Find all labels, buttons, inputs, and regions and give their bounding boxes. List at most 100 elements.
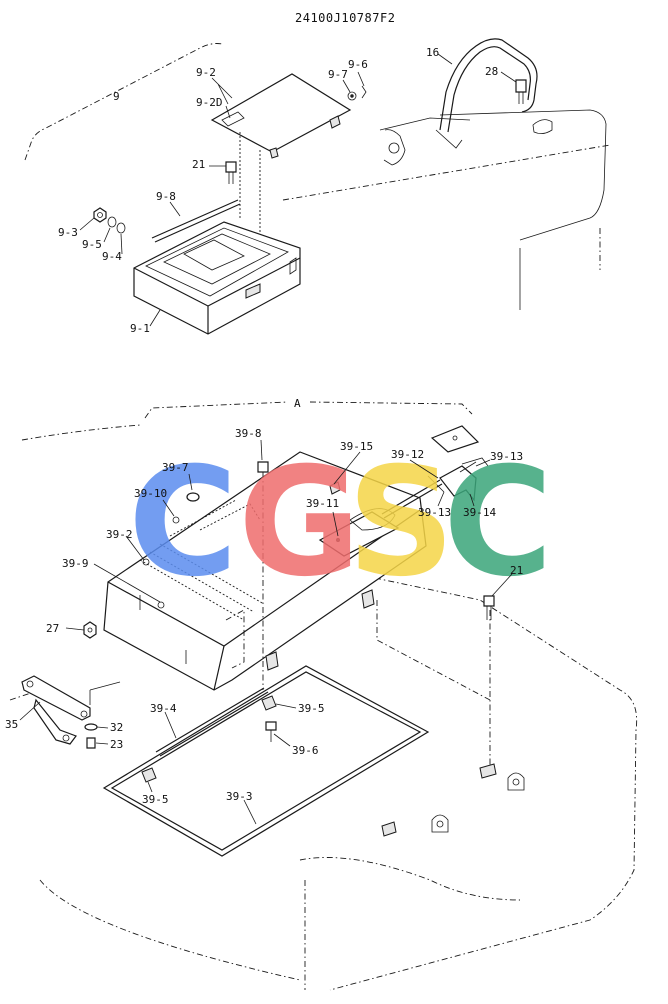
leader-9-6 [357,71,365,87]
group-bracket-a [144,401,473,419]
label-35: 35 [5,718,18,731]
hinge-pin [388,142,400,154]
group-label-a: A [294,397,301,410]
body-top-edge [379,117,471,131]
box-9-1 [133,221,301,335]
leader-39-5a [275,703,297,709]
label-39-12: 39-12 [391,448,424,461]
hood-pin-39-2 [142,558,150,566]
mount-boss-1 [507,772,525,791]
leader-9-7 [342,79,351,93]
machine-outline-right [329,577,638,991]
leader-39-9 [93,563,161,603]
mount-block-2 [381,821,397,837]
bolt-28-shank [518,92,524,104]
nut-27-hole [87,627,93,633]
leader-35 [19,701,41,721]
latch-39-13 [427,461,477,493]
lid-latch [269,147,279,159]
hood-inner-ribs [139,543,265,621]
strap-39-15-edge [383,483,443,519]
leader-23 [95,742,109,745]
drawing-number: 24100J10787F2 [295,11,395,25]
bolt-21-right-shank [486,606,492,620]
lid-hinge-tab [329,115,341,129]
link-pin-3 [62,734,70,742]
bottom-assembly: A [9,397,638,991]
latch-39-13-tab [461,457,489,467]
nut-9-3-hole [97,212,103,218]
bolt-21-head [225,161,237,173]
label-39-5-upper: 39-5 [298,702,325,715]
machine-seat-contour [299,857,521,901]
mount-boss-2 [431,814,449,833]
watermark-letter-c2: C [443,436,553,610]
nut-39-8 [257,461,269,473]
grab-handle-16-inner [447,46,531,133]
box-9-1-tray [183,239,245,271]
hood-cover-39-2 [103,451,427,691]
label-16: 16 [426,46,439,59]
label-9-6: 9-6 [348,58,368,71]
seal-strip-39-4 [155,687,265,753]
leader-39-3 [243,799,257,825]
leader-9-4 [120,233,123,255]
label-21-lower: 21 [510,564,523,577]
machine-outline-top [21,424,141,441]
plate-39-11 [318,511,400,557]
cover-plate-hole [452,435,458,441]
bolt-21-right-head [483,595,495,607]
leader-27 [65,627,85,631]
grommet-39-10 [172,516,180,524]
leader-9-1 [149,309,161,327]
nut-27 [83,621,97,639]
leader-39-14 [469,493,475,507]
hinge-bracket [383,129,406,166]
leader-21b [491,573,513,597]
label-39-13-upper: 39-13 [490,450,523,463]
clip-39-5-lower [141,767,157,783]
seal-strip-39-4-edge [159,691,269,757]
label-39-7-text: 39-7 [162,461,189,474]
hinge-bracket-right [361,589,375,609]
hood-front-corner [213,645,225,691]
gasket-39-15 [349,508,396,531]
pin-9-6 [361,85,367,99]
label-9-5: 9-5 [82,238,102,251]
handle-foot [435,129,463,149]
part-labels: 9-2 9-2D 9-7 9-6 16 28 21 9-8 9-3 9-5 9-… [5,46,523,806]
hinge-bracket-front [265,651,279,671]
watermark-letter-s: S [347,436,455,610]
group-bracket-9 [24,43,223,161]
link-arm-35 [21,675,91,721]
lid-plate-9-2 [210,73,352,153]
washer-32 [84,723,98,731]
mount-block-1 [479,763,497,779]
fuel-cap [532,119,553,134]
bolt-21-shank [228,172,234,184]
clip-39-15 [329,481,341,495]
label-9-2d: 9-2D [196,96,223,109]
label-39-14: 39-14 [463,506,496,519]
leader-9-8 [169,201,181,217]
leader-39-13a [475,459,491,467]
leader-39-2 [125,535,145,561]
leader-lines [19,53,517,825]
leader-39-15 [333,451,361,485]
grab-handle-16 [439,38,538,131]
frame-seal-39-3-inner [110,671,422,851]
label-9-8: 9-8 [156,190,176,203]
label-32: 32 [110,721,123,734]
label-39-4: 39-4 [150,702,177,715]
washer-9-4 [116,222,126,234]
label-39-8: 39-8 [235,427,262,440]
group-label-9: 9 [113,90,120,103]
clip-39-5-upper [261,695,277,711]
leader-9-3 [79,217,95,231]
watermark-letter-g: G [238,436,361,610]
leader-16 [437,53,453,65]
latch-39-14 [439,465,477,502]
leader-39-8 [260,439,263,461]
label-9-1: 9-1 [130,322,150,335]
